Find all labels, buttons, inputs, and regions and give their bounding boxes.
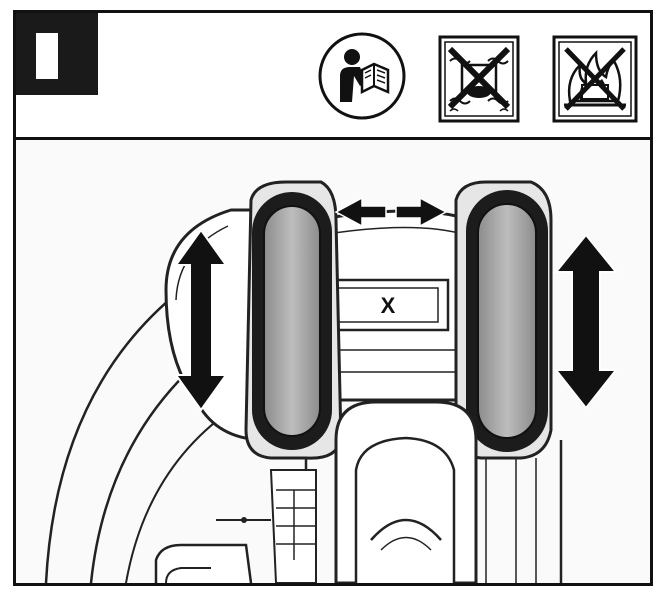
instruction-frame: I (13, 10, 653, 586)
panel-mark: X (381, 293, 396, 318)
strap-line (44, 289, 182, 583)
tool-illustration: X (16, 140, 650, 583)
step-mark-icon (36, 33, 58, 79)
vertical-arrow-left-icon (174, 228, 228, 412)
horizontal-arrow-left-icon (334, 196, 387, 228)
do-not-expose-to-water-icon (438, 35, 520, 123)
header-bar: I (16, 13, 650, 140)
vertical-arrow-right-icon (553, 233, 619, 410)
horizontal-arrow-right-icon (395, 196, 448, 228)
do-not-burn-icon (552, 35, 638, 123)
read-manual-icon (316, 30, 408, 122)
